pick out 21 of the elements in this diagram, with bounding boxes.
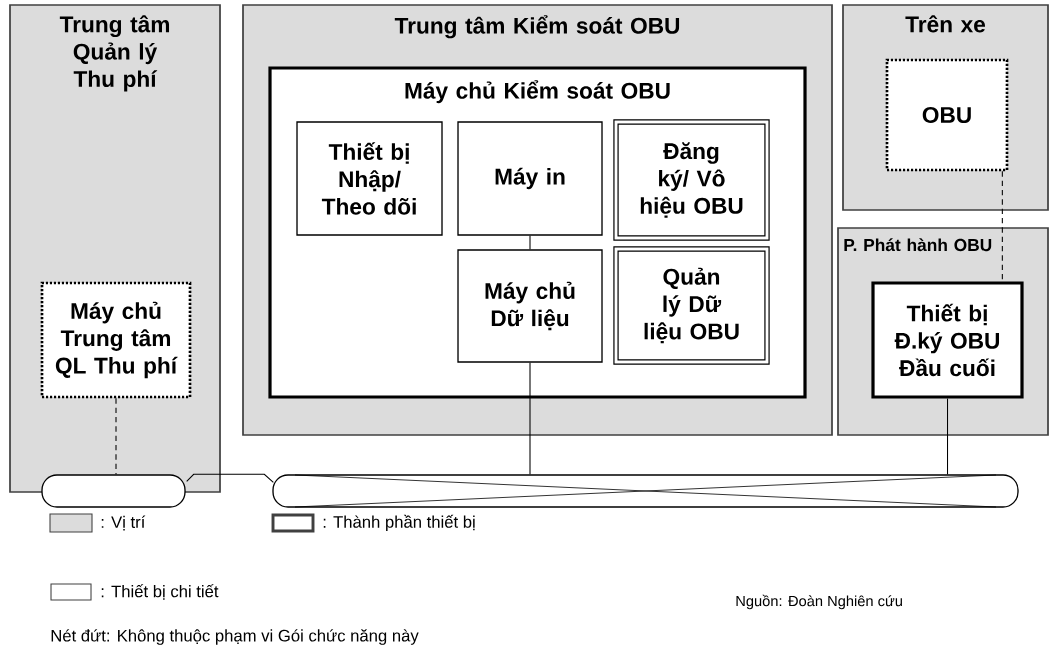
connector-line <box>186 473 274 483</box>
connector-line <box>529 362 531 475</box>
connector-line <box>529 235 531 250</box>
network-bar <box>41 474 186 508</box>
device-box: Máy in <box>457 121 603 236</box>
device-box: Máy chủ Trung tâm QL Thu phí <box>40 281 192 399</box>
legend-label: : Thành phần thiết bị <box>323 514 475 532</box>
function-box: Quản lý Dữ liệu OBU <box>613 246 770 365</box>
device-box: Máy chủ Dữ liệu <box>457 249 603 363</box>
network-bar <box>272 474 1019 508</box>
connector-line <box>1001 170 1003 282</box>
note-text: Nét đứt: Không thuộc phạm vi Gói chức năng này <box>51 629 419 645</box>
legend-label: : Vị trí <box>101 515 146 531</box>
legend-label: : Thiết bị chi tiết <box>101 584 219 600</box>
device-box: OBU <box>885 58 1009 172</box>
component-box: Thiết bị Đ.ký OBU Đầu cuối <box>871 281 1024 399</box>
device-box: Thiết bị Nhập/ Theo dõi <box>296 121 443 236</box>
function-box: Đăng ký/ Vô hiệu OBU <box>613 119 770 241</box>
note-text: Nguồn: Đoàn Nghiên cứu <box>736 594 902 610</box>
connector-line <box>946 398 949 475</box>
connector-line <box>115 397 117 475</box>
